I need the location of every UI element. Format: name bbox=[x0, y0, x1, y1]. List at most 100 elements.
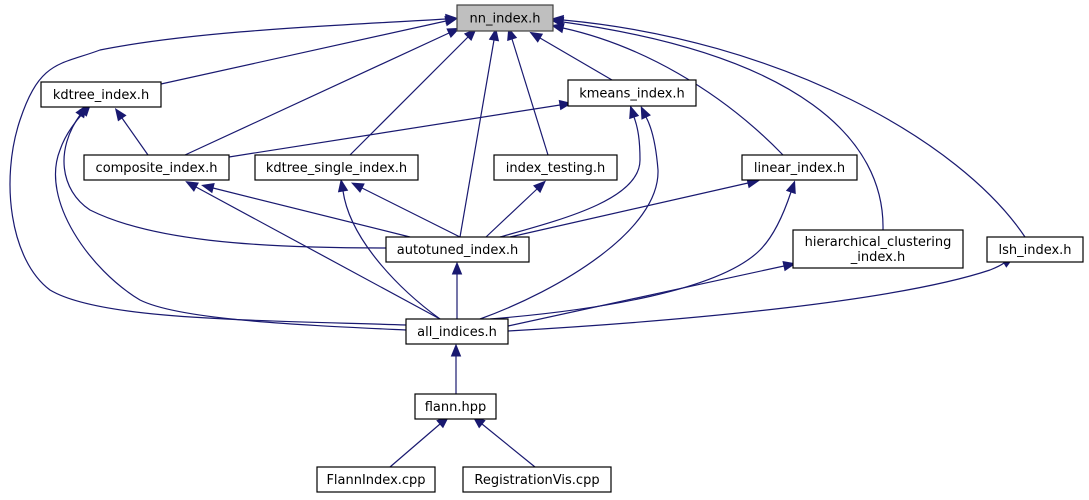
node-label: kdtree_single_index.h bbox=[266, 161, 407, 176]
edge-all_indices-to-nn_index bbox=[9, 13, 459, 326]
edge-line bbox=[509, 182, 749, 238]
node-lsh-index[interactable]: lsh_index.h bbox=[986, 236, 1084, 263]
node-label: lsh_index.h bbox=[998, 243, 1071, 258]
edge-all_indices-to-hierarchical_clustering_index bbox=[507, 260, 797, 327]
arrowhead-icon bbox=[529, 31, 544, 43]
edge-autotuned_index-to-kmeans_index bbox=[499, 105, 641, 238]
node-kmeans-index[interactable]: kmeans_index.h bbox=[567, 79, 697, 107]
edge-all_indices-to-kdtree_single_index bbox=[337, 178, 441, 320]
arrowhead-icon bbox=[550, 14, 564, 26]
node-label: RegistrationVis.cpp bbox=[474, 473, 599, 488]
edge-line bbox=[481, 423, 536, 468]
edge-line bbox=[389, 423, 441, 468]
edge-composite_index-to-kdtree_index bbox=[114, 107, 149, 156]
node-box[interactable] bbox=[254, 154, 419, 181]
arrowhead-icon bbox=[201, 183, 215, 194]
edge-RegistrationVis_cpp-to-flann_hpp bbox=[472, 416, 536, 468]
edge-kmeans_index-to-nn_index bbox=[529, 31, 613, 81]
node-label: FlannIndex.cpp bbox=[326, 473, 425, 488]
edge-hierarchical_clustering_index-to-nn_index bbox=[550, 16, 884, 231]
node-composite-index[interactable]: composite_index.h bbox=[83, 154, 230, 181]
node-box[interactable] bbox=[456, 4, 554, 32]
node-hierarchical-clustering-index[interactable]: hierarchical_clustering_index.h bbox=[792, 229, 964, 269]
edge-line bbox=[562, 27, 784, 156]
node-flann-hpp[interactable]: flann.hpp bbox=[414, 393, 497, 420]
node-box[interactable] bbox=[405, 318, 509, 345]
node-box[interactable] bbox=[741, 154, 858, 181]
edge-all_indices-to-linear_index bbox=[489, 180, 796, 320]
edge-line bbox=[507, 262, 1005, 332]
node-kdtree-single-index[interactable]: kdtree_single_index.h bbox=[254, 154, 419, 181]
node-linear-index[interactable]: linear_index.h bbox=[741, 154, 858, 181]
edge-line bbox=[160, 20, 447, 85]
arrowhead-icon bbox=[185, 181, 199, 192]
node-box[interactable] bbox=[493, 154, 618, 181]
nodes-layer: nn_index.h kdtree_index.h kmeans_index.hco… bbox=[40, 4, 1084, 493]
node-kdtree-index[interactable]: kdtree_index.h bbox=[40, 81, 162, 108]
arrowhead-icon bbox=[488, 27, 500, 42]
edge-flann_hpp-to-all_indices bbox=[450, 343, 462, 394]
node-label: linear_index.h bbox=[754, 161, 845, 176]
edge-line bbox=[539, 37, 613, 81]
arrowhead-icon bbox=[640, 105, 651, 120]
node-label: kdtree_index.h bbox=[53, 88, 149, 103]
arrowhead-icon bbox=[114, 107, 127, 122]
edge-autotuned_index-to-composite_index bbox=[201, 183, 411, 238]
edge-line bbox=[361, 187, 461, 238]
edge-autotuned_index-to-nn_index bbox=[459, 27, 500, 238]
edge-line bbox=[507, 265, 785, 327]
node-label: composite_index.h bbox=[96, 161, 218, 176]
arrowhead-icon bbox=[337, 178, 349, 193]
node-box[interactable] bbox=[385, 236, 530, 263]
edge-line bbox=[212, 187, 411, 238]
arrowhead-icon bbox=[782, 260, 797, 272]
node-nn-index[interactable]: nn_index.h bbox=[456, 4, 554, 32]
edge-line bbox=[9, 18, 447, 326]
node-box[interactable] bbox=[792, 229, 964, 269]
node-box[interactable] bbox=[414, 393, 497, 420]
node-label: hierarchical_clustering bbox=[805, 235, 952, 250]
edge-lsh_index-to-nn_index bbox=[550, 14, 1026, 238]
node-index-testing[interactable]: index_testing.h bbox=[493, 154, 618, 181]
edge-line bbox=[342, 190, 441, 320]
edge-line bbox=[121, 117, 149, 156]
edge-kdtree_single_index-to-nn_index bbox=[349, 28, 477, 156]
node-autotuned-index[interactable]: autotuned_index.h bbox=[385, 236, 530, 263]
edge-line bbox=[562, 19, 1026, 238]
node-box[interactable] bbox=[462, 466, 612, 493]
node-box[interactable] bbox=[316, 466, 436, 493]
edge-line bbox=[349, 36, 469, 156]
edge-composite_index-to-nn_index bbox=[184, 27, 461, 156]
edge-autotuned_index-to-index_testing bbox=[485, 180, 546, 238]
node-box[interactable] bbox=[83, 154, 230, 181]
node-label: _index.h bbox=[850, 250, 905, 265]
node-box[interactable] bbox=[40, 81, 162, 108]
node-label: index_testing.h bbox=[506, 161, 606, 176]
edge-autotuned_index-to-linear_index bbox=[509, 177, 761, 238]
edge-all_indices-to-kmeans_index bbox=[479, 105, 659, 320]
node-RegistrationVis-cpp[interactable]: RegistrationVis.cpp bbox=[462, 466, 612, 493]
edge-line bbox=[499, 116, 641, 238]
edge-line bbox=[63, 114, 387, 249]
edge-line bbox=[459, 39, 495, 238]
node-label: flann.hpp bbox=[425, 400, 487, 415]
node-FlannIndex-cpp[interactable]: FlannIndex.cpp bbox=[316, 466, 436, 493]
edge-line bbox=[485, 188, 538, 238]
node-box[interactable] bbox=[567, 79, 697, 107]
arrowhead-icon bbox=[350, 182, 365, 193]
edge-line bbox=[228, 104, 561, 158]
node-box[interactable] bbox=[986, 236, 1084, 263]
node-label: all_indices.h bbox=[417, 325, 497, 340]
arrowhead-icon bbox=[450, 343, 462, 357]
node-all-indices[interactable]: all_indices.h bbox=[405, 318, 509, 345]
edge-line bbox=[184, 32, 450, 156]
edges-layer bbox=[9, 13, 1026, 468]
arrowhead-icon bbox=[445, 13, 459, 25]
edge-index_testing-to-nn_index bbox=[507, 27, 549, 156]
edge-line bbox=[54, 112, 407, 331]
edge-all_indices-to-autotuned_index bbox=[451, 261, 463, 319]
edge-line bbox=[479, 116, 659, 320]
edge-line bbox=[195, 186, 441, 320]
edge-line bbox=[489, 191, 792, 320]
